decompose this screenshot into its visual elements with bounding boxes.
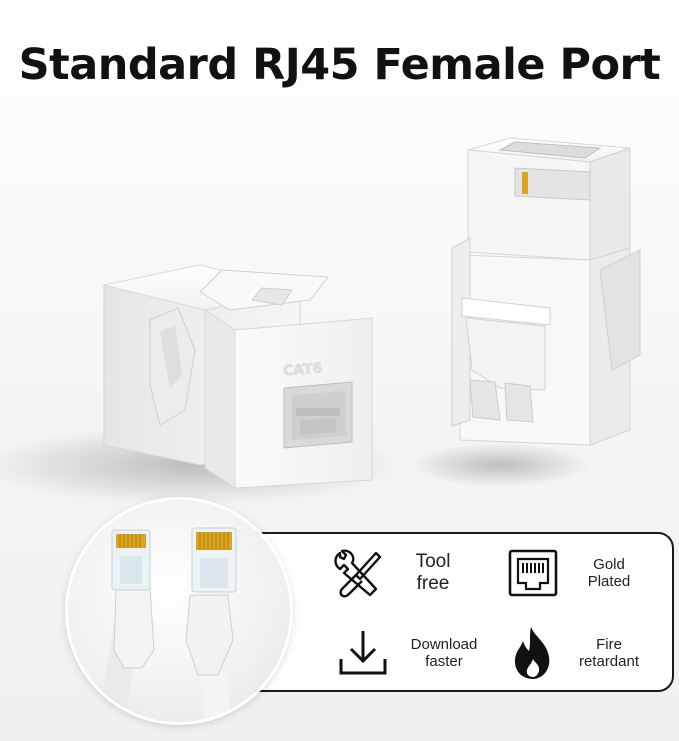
feature-label: Gold Plated xyxy=(587,555,631,590)
feature-label: Fire retardant xyxy=(578,635,640,670)
right-jack-shadow xyxy=(410,443,590,487)
rj45-port-icon xyxy=(508,549,558,597)
left-keystone-jack: CAT6 xyxy=(103,264,373,489)
feature-download-faster: Download faster xyxy=(335,625,489,681)
feature-fire-retardant: Fire retardant xyxy=(505,625,649,681)
fire-icon xyxy=(514,627,550,679)
right-keystone-jack xyxy=(451,137,641,446)
feature-gold-plated: Gold Plated xyxy=(505,545,649,601)
feature-label: Tool free xyxy=(415,551,451,594)
cable-inset xyxy=(68,500,290,722)
rj45-plugs-illustration xyxy=(98,527,237,722)
page-title: Standard RJ45 Female Port xyxy=(18,40,661,90)
download-icon xyxy=(339,631,387,675)
right-jack-port xyxy=(498,141,602,159)
tools-icon xyxy=(334,549,382,598)
feature-label: Download faster xyxy=(410,635,478,670)
keystone-jacks-illustration: CAT6 xyxy=(0,137,641,505)
feature-tool-free: Tool free xyxy=(330,545,468,601)
cat6-marking: CAT6 xyxy=(283,361,323,380)
